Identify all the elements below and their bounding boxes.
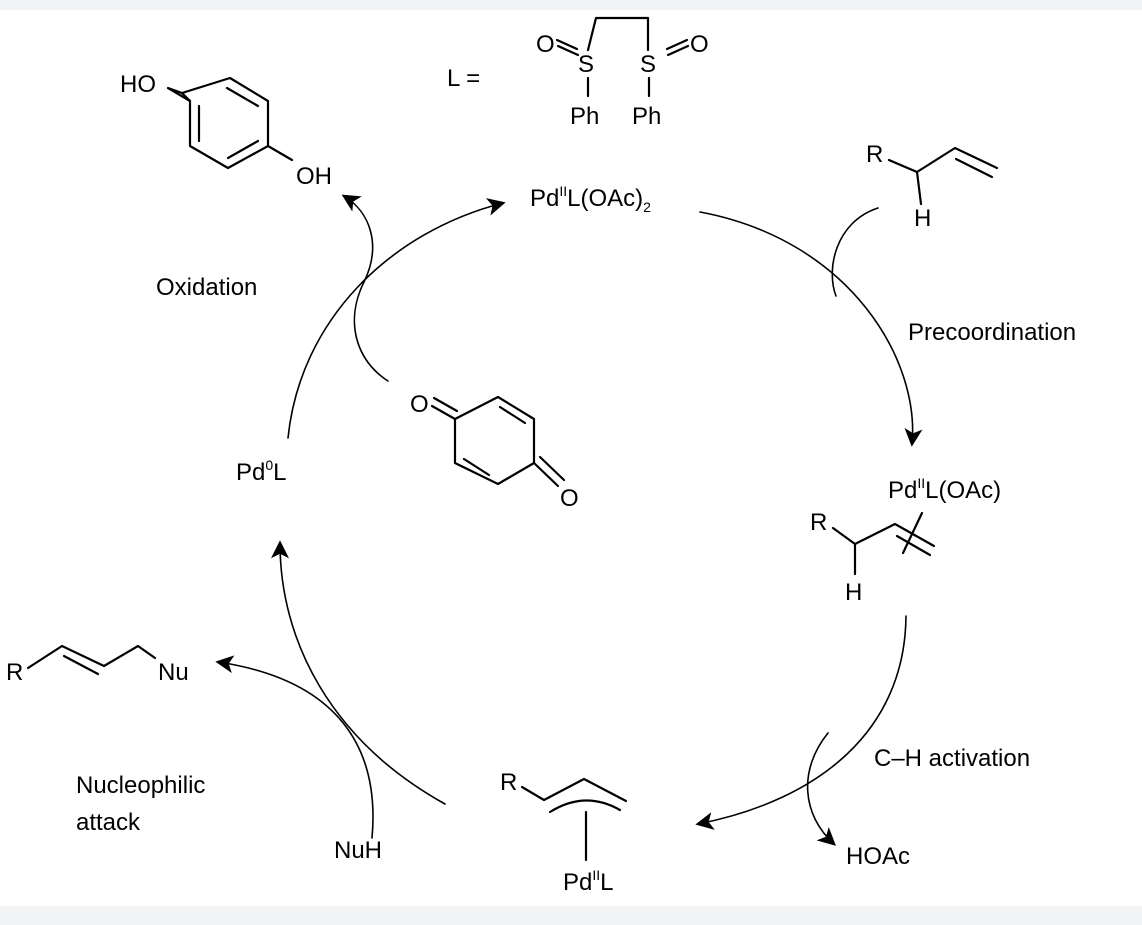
hydroquinone-ho: HO: [120, 71, 156, 98]
arrow-ch-activation: [695, 615, 907, 830]
arrow-nuh-to-product: [215, 655, 374, 839]
arrow-benzoquinone-to-hydroquinone: [341, 194, 389, 382]
benzoquinone-o2: O: [560, 485, 579, 512]
pd2-complex-label: PdIIL(OAc): [888, 475, 1001, 504]
benzoquinone-ring: [453, 395, 536, 486]
pd-allyl-label: PdIIL: [563, 867, 614, 896]
so-double-bond-left: [555, 38, 580, 57]
co-double-bond-1: [430, 396, 459, 421]
so-double-bond-right: [665, 38, 690, 57]
arrow-nucleophilic-attack: [271, 540, 446, 805]
step-nucleophilic-line2: attack: [76, 809, 141, 836]
product-nu: Nu: [158, 659, 189, 686]
alkene-ch-bond: [915, 170, 923, 206]
arrow-hoac-out: [806, 732, 836, 846]
complex-double-bond: [895, 534, 932, 557]
pd0-label: Pd0L: [236, 457, 287, 486]
pd2-alkene-complex: PdIIL(OAc) R H: [810, 475, 1001, 606]
complex-chain: [831, 522, 936, 548]
complex-h: H: [845, 579, 862, 606]
hydroquinone-structure: HO OH: [120, 71, 332, 190]
complex-r: R: [810, 509, 827, 536]
hydroquinone-oh: OH: [296, 163, 332, 190]
allyl-chain: [520, 777, 628, 803]
co-double-bond-2: [532, 455, 566, 488]
benzoquinone-o1: O: [410, 391, 429, 418]
alkene-double-bond: [954, 157, 994, 179]
hoac-label: HOAc: [846, 843, 910, 870]
sulfur-left: S: [578, 51, 594, 78]
step-oxidation: Oxidation: [156, 274, 257, 301]
oxygen-right: O: [690, 31, 709, 58]
alkene-h: H: [914, 205, 931, 232]
allylic-product: R Nu: [6, 644, 189, 686]
sulfur-right: S: [640, 51, 656, 78]
product-chain: [26, 644, 157, 670]
step-nucleophilic-line1: Nucleophilic: [76, 772, 205, 799]
diagram-panel: [0, 10, 1142, 906]
alkene-chain: [887, 146, 999, 174]
oxygen-left: O: [536, 31, 555, 58]
step-precoordination: Precoordination: [908, 319, 1076, 346]
ethylene-bridge: [586, 16, 650, 52]
pi-allyl-complex: R PdIIL: [500, 769, 628, 896]
pd2-acetate-label: PdIIL(OAc)2: [530, 183, 651, 215]
product-r: R: [6, 659, 23, 686]
ho-bond: [180, 91, 192, 103]
arrow-oxidation: [287, 198, 506, 439]
product-double-bond: [62, 654, 100, 676]
phenyl-left: Ph: [570, 103, 599, 130]
nucleophile-label: NuH: [334, 837, 382, 864]
phenyl-right: Ph: [632, 103, 661, 130]
benzoquinone-structure: O O: [410, 391, 579, 512]
pd-coordination-bond: [901, 511, 924, 555]
alkene-substrate: R H: [866, 141, 999, 232]
benzoquinone-inner-bonds: [462, 405, 527, 477]
hydroquinone-inner-bonds: [197, 86, 260, 160]
arrow-precoordination: [699, 211, 923, 447]
alkene-r: R: [866, 141, 883, 168]
allyl-r: R: [500, 769, 517, 796]
step-ch-activation: C–H activation: [874, 745, 1030, 772]
hydroquinone-ring: [166, 76, 270, 170]
oh-bond: [266, 144, 294, 162]
allyl-delocalized-arc: [548, 799, 622, 814]
arrow-alkene-in: [831, 207, 879, 297]
ligand-label: L =: [447, 65, 480, 92]
ligand-structure: L = S S O O Ph Ph: [447, 16, 709, 130]
